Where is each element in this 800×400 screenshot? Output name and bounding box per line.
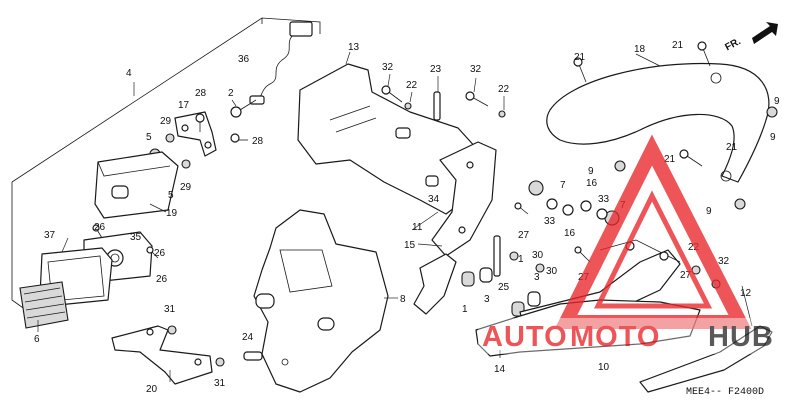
label-35: 35 [130,232,142,243]
label-9b: 9 [588,166,594,177]
nut-31 [167,325,225,367]
label-23: 23 [430,64,442,75]
washer-30 [509,251,545,273]
rear-fender-8 [253,209,389,393]
front-direction-arrow-icon [752,22,778,44]
label-34: 34 [428,194,440,205]
label-32b: 32 [470,64,482,75]
diagram-code: MEE4-- F2400D [686,387,764,398]
label-31a: 31 [164,304,176,315]
license-bracket-20 [111,325,213,385]
label-37: 37 [44,230,56,241]
bracket-15 [413,253,457,315]
label-36: 36 [238,54,250,65]
label-10: 10 [598,362,610,373]
label-14: 14 [494,364,506,375]
label-1a: 1 [462,304,468,315]
label-21c: 21 [664,154,676,165]
leader-lines [37,51,753,382]
mudguard-strip-12 [639,325,773,393]
label-16b: 16 [586,178,598,189]
watermark-moto: MOTO [570,321,660,353]
bulb-socket-2 [230,99,257,118]
label-15: 15 [404,240,416,251]
collar-33 [546,198,608,220]
label-6: 6 [34,334,40,345]
bracket-11 [431,141,497,257]
label-13: 13 [348,42,360,53]
bolt-24 [243,351,263,361]
label-2: 2 [228,88,234,99]
taillight-housing-19 [94,151,179,219]
label-31b: 31 [214,378,226,389]
label-33a: 33 [544,216,556,227]
label-12: 12 [740,288,752,299]
label-9c: 9 [706,206,712,217]
fr-label: FR. [723,36,743,53]
label-21d: 21 [726,142,738,153]
label-26b: 26 [154,248,166,259]
label-9a: 9 [774,96,780,107]
label-24: 24 [242,332,254,343]
bolt-27 [514,202,591,263]
grommet-1 [461,271,525,317]
collar-3 [479,267,541,307]
label-32a: 32 [382,62,394,73]
rear-fender-18 [546,62,770,183]
bolt-21 [573,41,711,167]
label-27a: 27 [518,230,530,241]
label-19: 19 [166,208,178,219]
label-30b: 30 [546,266,558,277]
label-25: 25 [498,282,510,293]
label-9d: 9 [770,132,776,143]
label-29b: 29 [180,182,192,193]
nut-29 [165,133,191,169]
label-33b: 33 [598,194,610,205]
label-4: 4 [126,68,132,79]
label-26a: 26 [94,222,106,233]
bolt-32 [381,85,489,107]
label-22c: 22 [688,242,700,253]
label-21a: 21 [574,52,586,63]
label-28b: 28 [252,136,264,147]
watermark-auto: AUTO [482,321,568,353]
screw-28 [195,113,248,143]
bolt-23 [433,91,441,121]
wire-harness-36 [249,21,313,105]
label-21b: 21 [672,40,684,51]
label-3a: 3 [484,294,490,305]
label-5a: 5 [146,132,152,143]
label-22a: 22 [406,80,418,91]
label-16a: 16 [564,228,576,239]
bracket-17 [174,111,217,157]
watermark-hub: HUB [708,321,774,353]
label-32c: 32 [718,256,730,267]
grommet-9 [614,106,778,210]
label-28a: 28 [195,88,207,99]
label-7a: 7 [560,180,566,191]
label-18: 18 [634,44,646,55]
label-26c: 26 [156,274,168,285]
label-11: 11 [412,222,423,233]
label-30a: 30 [532,250,544,261]
washer-22 [404,102,506,118]
label-27c: 27 [680,270,692,281]
label-22b: 22 [498,84,510,95]
collar-16 [562,200,592,216]
label-3b: 3 [534,272,540,283]
label-29a: 29 [160,116,172,127]
part-number-labels: 4 36 2 28 17 28 29 5 29 5 19 26 35 26 26… [34,36,780,398]
label-8: 8 [400,294,406,305]
screw-26 [92,224,159,259]
watermark-logo: AUTO MOTO HUB [478,134,796,354]
reflector-6 [19,281,69,329]
label-17: 17 [178,100,190,111]
bolt-25 [493,235,501,277]
label-1b: 1 [518,254,524,265]
label-20: 20 [146,384,158,395]
label-5b: 5 [168,190,174,201]
